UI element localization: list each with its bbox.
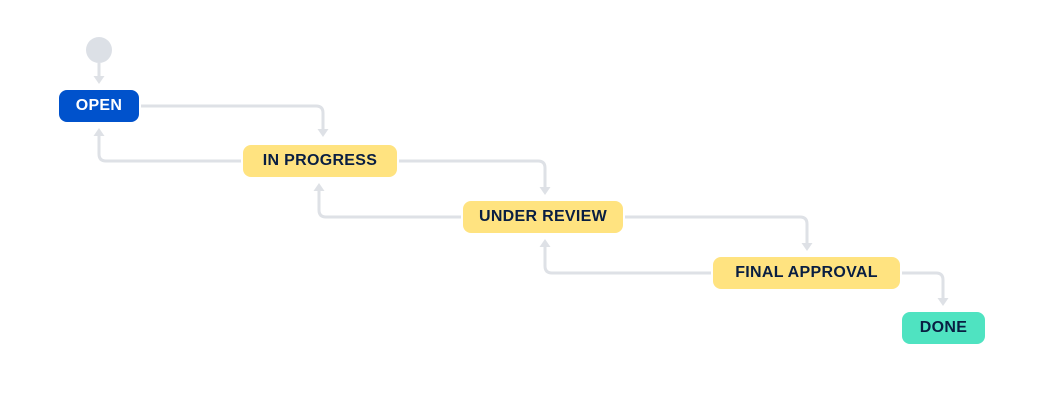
arrowhead-down-icon (801, 243, 813, 251)
transition-line (543, 247, 711, 275)
transition-line (625, 215, 809, 243)
transition-line (399, 159, 547, 187)
transition-line (902, 271, 945, 298)
transition-open-to-in-progress (141, 104, 329, 137)
status-label-final-approval: FINAL APPROVAL (735, 264, 878, 281)
arrowhead-down-icon (93, 76, 105, 84)
arrowhead-up-icon (313, 183, 325, 191)
arrowhead-down-icon (937, 298, 949, 306)
transition-final-approval-to-done (902, 271, 949, 306)
arrowhead-up-icon (93, 128, 105, 136)
transition-under-review-to-final-approval (625, 215, 813, 251)
status-node-final-approval[interactable]: FINAL APPROVAL (713, 257, 900, 289)
transition-final-approval-to-under-review (539, 239, 711, 275)
transition-start-to-open (93, 63, 105, 84)
status-node-under-review[interactable]: UNDER REVIEW (463, 201, 623, 233)
status-node-open[interactable]: OPEN (59, 90, 139, 122)
transition-in-progress-to-open (93, 128, 241, 163)
status-label-in-progress: IN PROGRESS (262, 152, 378, 169)
transition-line (97, 136, 241, 163)
arrowhead-up-icon (539, 239, 551, 247)
status-label-done: DONE (919, 319, 968, 336)
transition-under-review-to-in-progress (313, 183, 461, 219)
status-label-under-review: UNDER REVIEW (478, 208, 608, 225)
transition-in-progress-to-under-review (399, 159, 551, 195)
transition-line (317, 191, 461, 219)
status-node-in-progress[interactable]: IN PROGRESS (243, 145, 397, 177)
status-node-done[interactable]: DONE (902, 312, 985, 344)
arrowhead-down-icon (317, 129, 329, 137)
workflow-start-node (86, 37, 112, 63)
status-label-open: OPEN (75, 97, 123, 114)
transition-line (141, 104, 325, 129)
arrowhead-down-icon (539, 187, 551, 195)
